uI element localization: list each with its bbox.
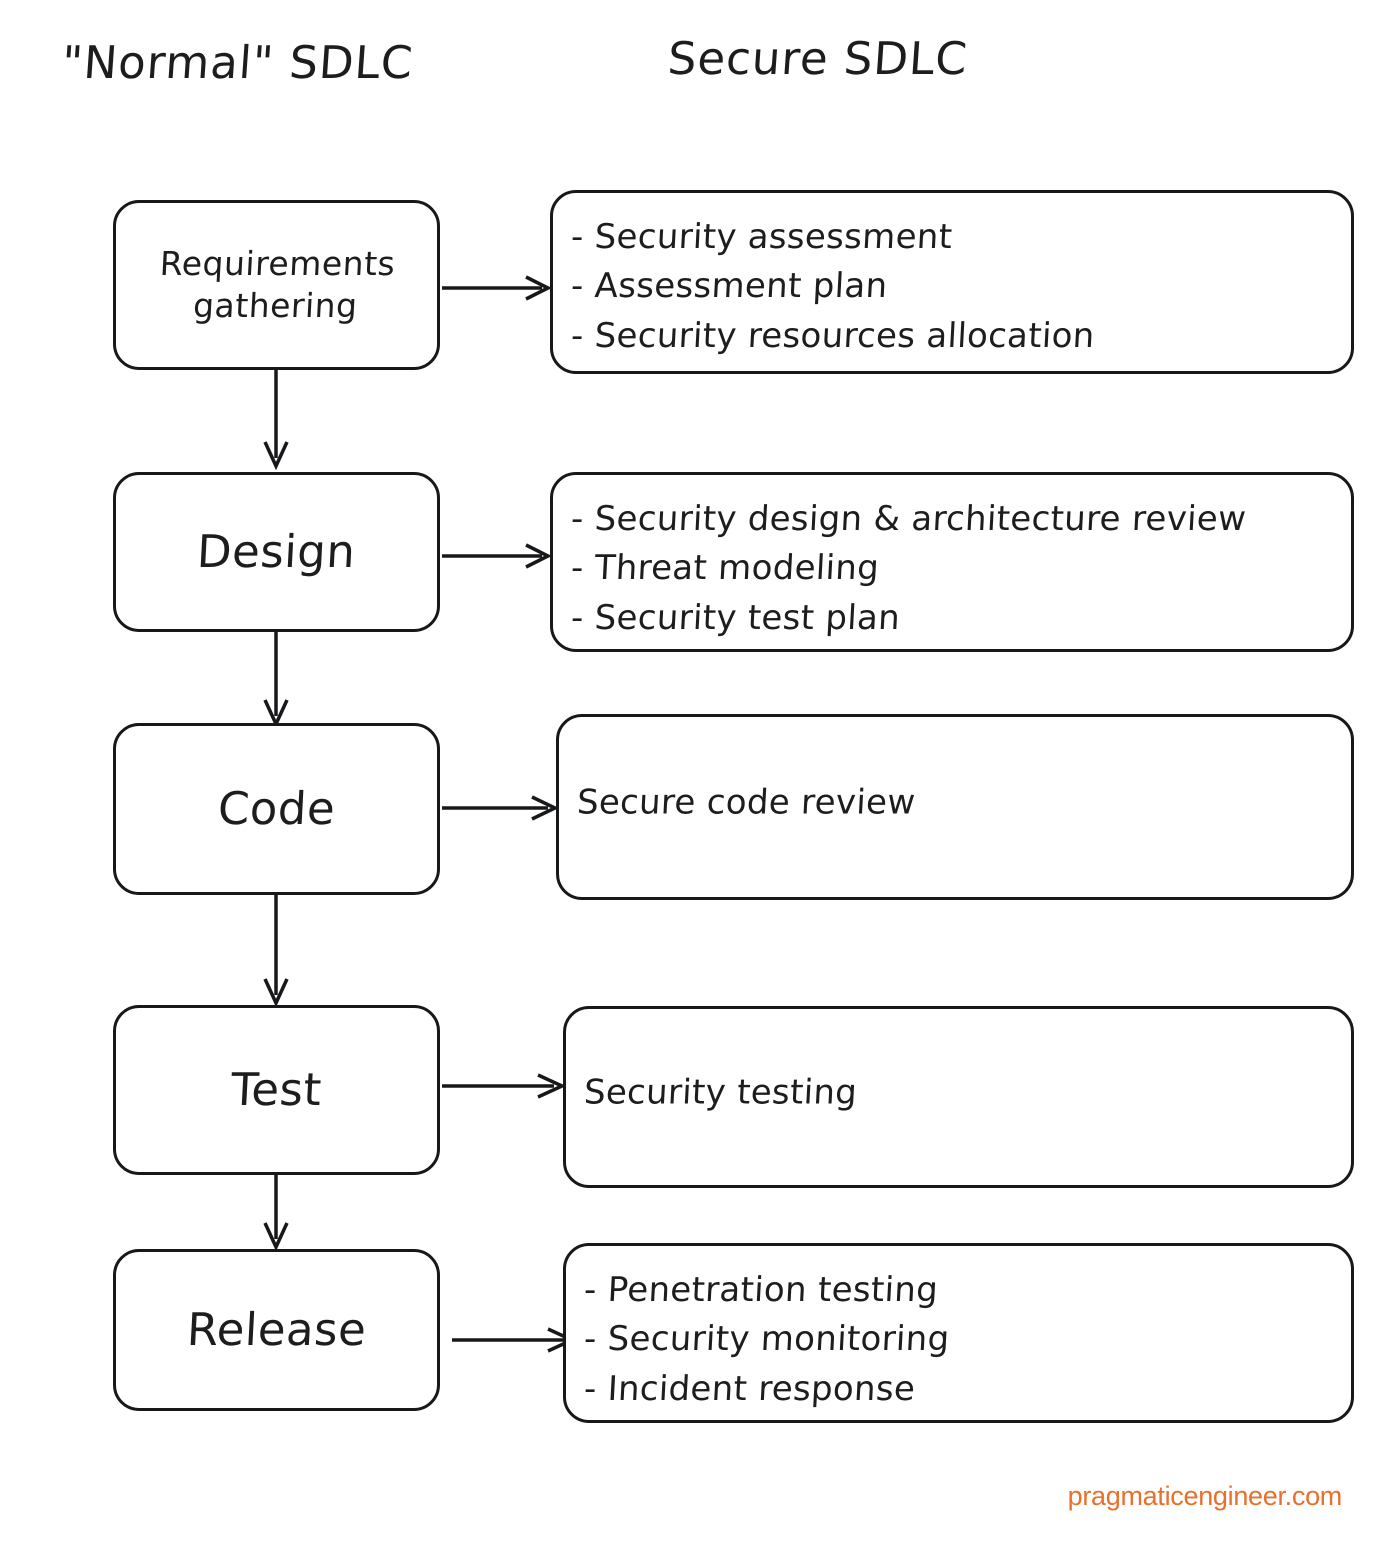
stage-label-release: Release [185,1302,368,1356]
security-panel-test[interactable]: Security testing [563,1006,1354,1188]
security-items-list-requirements: - Security assessment - Assessment plan … [569,213,1333,361]
stage-label-code: Code [216,781,337,835]
arrow-code-to-security [442,795,560,821]
security-panel-release[interactable]: - Penetration testing - Security monitor… [563,1243,1354,1423]
column-heading-secure-sdlc: Secure SDLC [666,32,970,85]
security-item: - Assessment plan [569,266,889,307]
security-item: - Threat modeling [569,548,881,589]
stage-label-design: Design [195,524,358,578]
stage-box-design[interactable]: Design [113,472,440,632]
security-panel-code[interactable]: Secure code review [556,714,1354,900]
arrow-requirements-to-security [442,275,552,301]
arrow-design-to-security [442,543,552,569]
arrow-code-to-test [263,895,289,1008]
security-item: Security testing [582,1072,859,1113]
arrow-requirements-to-design [263,370,289,471]
arrow-test-to-release [263,1175,289,1252]
arrow-test-to-security [442,1073,567,1099]
security-items-list-test: Security testing [582,1068,1333,1117]
stage-box-release[interactable]: Release [113,1249,440,1411]
security-items-list-code: Secure code review [575,778,1333,827]
watermark-pragmaticengineer: pragmaticengineer.com [1067,1481,1343,1511]
security-panel-design[interactable]: - Security design & architecture review … [550,472,1354,652]
security-item: - Incident response [582,1368,917,1409]
stage-box-requirements-gathering[interactable]: Requirements gathering [113,200,440,370]
security-item: - Security resources allocation [569,315,1096,356]
security-item: - Security monitoring [582,1319,951,1360]
security-item: - Security test plan [569,597,902,638]
security-panel-requirements[interactable]: - Security assessment - Assessment plan … [550,190,1354,374]
security-item: - Penetration testing [582,1270,940,1310]
security-item: - Security design & architecture review [569,499,1248,539]
stage-box-code[interactable]: Code [113,723,440,895]
security-item: - Security assessment [569,217,954,257]
security-items-list-design: - Security design & architecture review … [569,495,1333,643]
arrow-design-to-code [263,632,289,729]
arrow-release-to-security [452,1327,577,1353]
stage-label-test: Test [229,1062,324,1116]
security-items-list-release: - Penetration testing - Security monitor… [582,1266,1333,1414]
security-item: Secure code review [575,782,917,823]
stage-label-requirements-gathering: Requirements gathering [158,244,397,325]
stage-box-test[interactable]: Test [113,1005,440,1175]
column-heading-normal-sdlc: "Normal" SDLC [60,36,416,89]
